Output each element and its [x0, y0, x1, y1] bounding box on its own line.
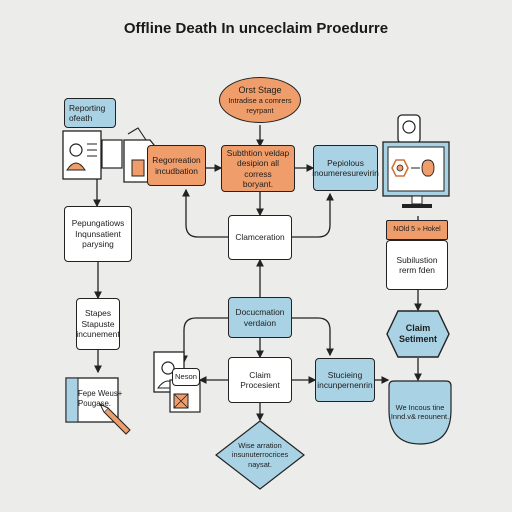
- we-incosus-node[interactable]: We Incous tine Innd.v& reounent.: [388, 392, 452, 432]
- stapes-box[interactable]: Stapes Stapuste incunement: [76, 298, 120, 350]
- we-incosus-label: We Incous tine Innd.v& reounent.: [390, 402, 450, 421]
- registration-box[interactable]: Regorreation incudbation: [147, 145, 206, 186]
- arrow-documentation-to-neson: [180, 317, 228, 364]
- clameration-box[interactable]: Clamceration: [228, 215, 292, 260]
- claim-procesient-box[interactable]: Claim Procesient: [228, 357, 292, 403]
- documentation-box[interactable]: Docucmation verdaion: [228, 297, 292, 338]
- clameration-label: Clamceration: [235, 232, 285, 243]
- subsection-label: Subthtion veldap desipion all corress bo…: [226, 147, 290, 190]
- arrow-clameration-to-registration: [182, 188, 228, 238]
- page-title: Offline Death In unceclaim Proedurre: [123, 20, 389, 37]
- feps-label: Fepe Weus+ Pougase.: [78, 389, 123, 408]
- wise-diamond-shape: [215, 420, 305, 490]
- subilustion-box[interactable]: Subilustion rerm fden: [386, 240, 448, 290]
- claim-setiment-node[interactable]: Claim Setiment: [386, 310, 450, 358]
- wise-node[interactable]: Wise arration insunuterrocrices naysat.: [225, 430, 295, 480]
- claim-setiment-shape: [386, 310, 450, 358]
- reporting-of-death-box[interactable]: Reporting ofeath: [64, 98, 116, 128]
- hokel-label: NOld 5 » Hokel: [393, 225, 441, 233]
- monitor-user-icon: [382, 114, 450, 208]
- subilustion-label: Subilustion rerm fden: [396, 254, 438, 276]
- pepiolous-label: Pepiolous inoumeresurevirin: [312, 157, 379, 179]
- feps-label-wrap[interactable]: Fepe Weus+ Pougase.: [78, 384, 128, 414]
- we-incosus-shape: [388, 380, 452, 445]
- start-stage-sub: Intradise a comrers reyrpant: [228, 96, 292, 115]
- stucieing-label: Stucieing incunpernenrin: [317, 369, 373, 391]
- claim-procesient-label: Claim Procesient: [240, 369, 280, 391]
- stapes-label: Stapes Stapuste incunement: [76, 308, 120, 340]
- claim-setiment-label: Claim Setiment: [398, 322, 437, 344]
- arrow-documentation-to-stucieing: [292, 317, 334, 357]
- documentation-label: Docucmation verdaion: [235, 307, 285, 328]
- pepiolous-box[interactable]: Pepiolous inoumeresurevirin: [312, 145, 379, 191]
- wise-label: Wise arration insunuterrocrices naysat.: [231, 441, 289, 469]
- subsection-box[interactable]: Subthtion veldap desipion all corress bo…: [221, 145, 295, 192]
- document-pen-icon: [65, 377, 131, 435]
- neson-box[interactable]: Neson: [172, 368, 200, 386]
- prepositions-box[interactable]: Pepungatiows Inqunsatient parysing: [64, 206, 132, 262]
- registration-label: Regorreation incudbation: [152, 155, 201, 176]
- start-stage-oval[interactable]: Orst Stage Intradise a comrers reyrpant: [219, 77, 301, 123]
- arrow-clameration-to-pepiolous: [292, 192, 334, 238]
- prepositions-label: Pepungatiows Inqunsatient parysing: [71, 218, 125, 250]
- reporting-label: Reporting ofeath: [69, 102, 106, 124]
- hokel-tag[interactable]: NOld 5 » Hokel: [386, 220, 448, 240]
- neson-label: Neson: [175, 372, 197, 382]
- start-stage-label: Orst Stage: [238, 85, 282, 96]
- stucieing-box[interactable]: Stucieing incunpernenrin: [315, 358, 375, 402]
